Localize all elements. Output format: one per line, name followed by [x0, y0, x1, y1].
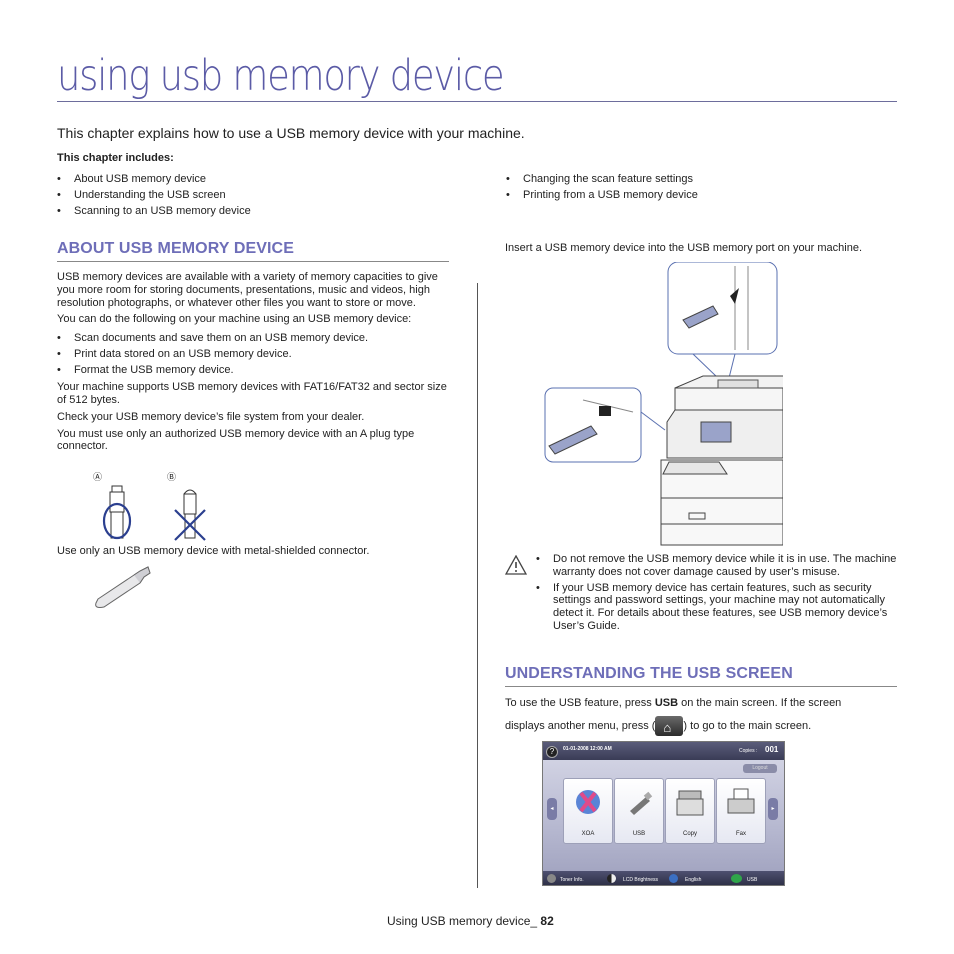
about-paragraph: Check your USB memory device’s file syst… — [57, 410, 365, 423]
label-a: Ⓐ — [93, 472, 103, 482]
lcd-copies-label: Copies : — [739, 748, 758, 754]
chapter-intro: This chapter explains how to use a USB m… — [57, 125, 525, 141]
column-divider — [477, 283, 478, 888]
home-icon — [655, 716, 684, 739]
brightness-icon[interactable] — [607, 874, 616, 883]
toner-icon[interactable] — [547, 874, 556, 883]
help-icon[interactable]: ? — [546, 746, 558, 758]
usb-screen-heading-rule — [505, 686, 897, 687]
toc-item[interactable]: About USB memory device — [57, 171, 251, 187]
toc-item[interactable]: Changing the scan feature settings — [506, 171, 698, 187]
scroll-right-button[interactable]: ▸ — [768, 798, 778, 820]
lcd-tile-usb[interactable]: USB — [614, 778, 664, 844]
toc-item[interactable]: Understanding the USB screen — [57, 187, 251, 203]
about-heading-rule — [57, 261, 449, 262]
machine-usb-port-illustration — [544, 262, 783, 546]
list-item: Print data stored on an USB memory devic… — [57, 346, 447, 362]
about-paragraph: You must use only an authorized USB memo… — [57, 427, 415, 453]
lcd-datetime: 01-01-2008 12:00 AM — [563, 746, 612, 752]
caution-item: If your USB memory device has certain fe… — [536, 582, 898, 633]
globe-icon[interactable] — [669, 874, 678, 883]
usb-connector-illustration: Ⓐ Ⓑ — [90, 470, 230, 542]
usb-screen-instruction: To use the USB feature, press USB on the… — [505, 697, 842, 709]
scroll-left-button[interactable]: ◂ — [547, 798, 557, 820]
lcd-brightness[interactable]: LCD Brightness — [623, 877, 659, 883]
page-footer: Using USB memory device_ 82 — [387, 914, 554, 928]
lcd-bottom-bar — [543, 871, 784, 885]
usb-screen-heading: UNDERSTANDING THE USB SCREEN — [505, 665, 793, 682]
insert-instruction: Insert a USB memory device into the USB … — [505, 242, 863, 254]
toc-list-left: About USB memory device Understanding th… — [57, 171, 251, 219]
lcd-toner-info[interactable]: Toner Info. — [560, 877, 584, 883]
lcd-header — [543, 742, 784, 760]
page-number: 82 — [540, 914, 554, 928]
usb-stick-image — [95, 566, 151, 608]
title-divider — [57, 101, 897, 102]
caution-list: Do not remove the USB memory device whil… — [536, 553, 898, 633]
lcd-language[interactable]: English — [685, 877, 702, 883]
caution-item: Do not remove the USB memory device whil… — [536, 553, 898, 579]
logout-button[interactable]: Logout — [743, 764, 777, 773]
about-list: Scan documents and save them on an USB m… — [57, 330, 447, 378]
lcd-tile-copy[interactable]: Copy — [665, 778, 715, 844]
lcd-copies-value: 001 — [765, 745, 779, 754]
toc-list-right: Changing the scan feature settings Print… — [506, 171, 698, 203]
xoa-icon — [576, 790, 600, 814]
page-title: using usb memory device — [57, 51, 505, 101]
lcd-tile-xoa[interactable]: XOA — [563, 778, 613, 844]
list-item: Scan documents and save them on an USB m… — [57, 330, 447, 346]
lcd-main-screen: ? 01-01-2008 12:00 AM Copies : 001 Logou… — [542, 741, 785, 886]
about-heading: ABOUT USB MEMORY DEVICE — [57, 240, 294, 257]
about-paragraph: You can do the following on your machine… — [57, 313, 412, 326]
about-paragraph: Your machine supports USB memory devices… — [57, 381, 447, 406]
lcd-tile-fax[interactable]: Fax — [716, 778, 766, 844]
toc-item[interactable]: Printing from a USB memory device — [506, 187, 698, 203]
warning-icon — [505, 555, 527, 575]
about-paragraph: Use only an USB memory device with metal… — [57, 545, 370, 557]
about-paragraph: USB memory devices are available with a … — [57, 271, 438, 309]
includes-label: This chapter includes: — [57, 152, 174, 164]
copier-icon — [676, 790, 704, 816]
toc-item[interactable]: Scanning to an USB memory device — [57, 203, 251, 219]
usb-screen-instruction: displays another menu, press () to go to… — [505, 715, 811, 739]
fax-icon — [727, 788, 755, 814]
usb-status-icon[interactable] — [731, 874, 742, 883]
usb-stick-icon — [630, 791, 653, 815]
lcd-usb-label[interactable]: USB — [747, 877, 758, 883]
list-item: Format the USB memory device. — [57, 362, 447, 378]
label-b: Ⓑ — [167, 472, 177, 482]
